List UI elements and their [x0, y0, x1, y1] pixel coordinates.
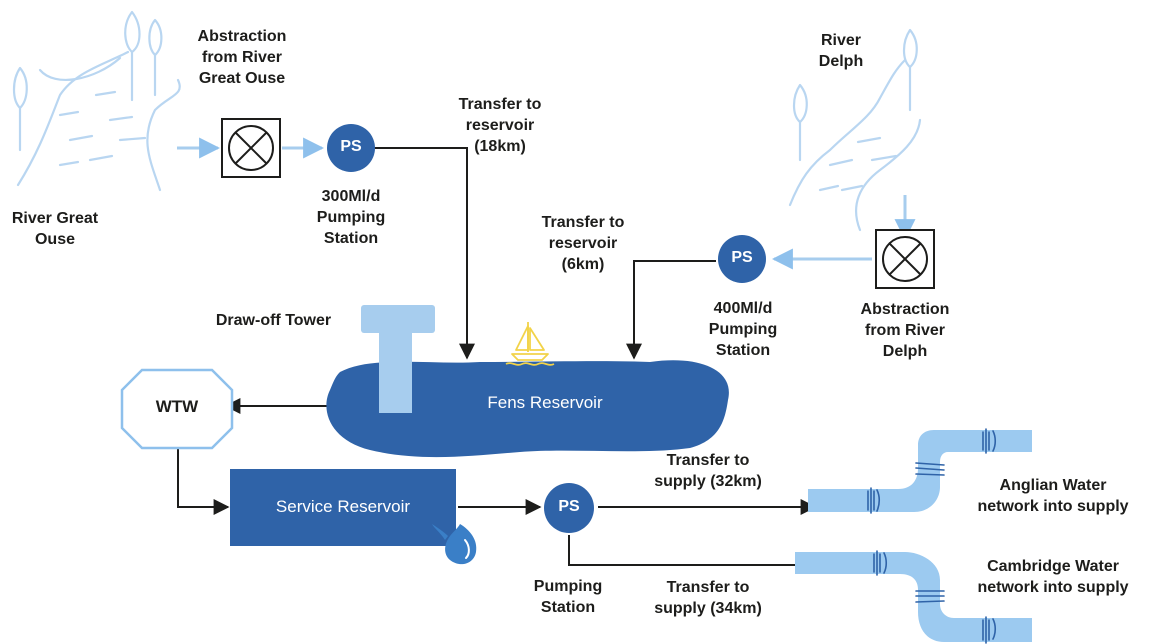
valve-icon — [875, 229, 935, 289]
valve-icon — [221, 118, 281, 178]
ps-label: PS — [340, 138, 362, 155]
service-reservoir — [230, 469, 456, 546]
ps-label: PS — [731, 249, 753, 266]
wtw-label: WTW — [155, 397, 199, 416]
tower-icon — [361, 305, 435, 413]
draw-off-tower-label: Draw-off Tower — [215, 312, 332, 329]
wtw-to-service-line — [177, 446, 230, 515]
pumping-station-circle — [718, 235, 766, 283]
ps-label: PS — [558, 498, 580, 515]
sailboat-icon — [505, 322, 555, 366]
pipe-icon — [795, 550, 1032, 644]
river-delph-icon — [788, 28, 922, 232]
drop-icon — [432, 524, 477, 565]
pumping-station-circle — [327, 124, 375, 172]
service-reservoir-label: Service Reservoir — [275, 497, 411, 516]
transfer-line-18km — [374, 147, 475, 360]
river-great-ouse-icon — [12, 10, 181, 192]
fens-reservoir-label: Fens Reservoir — [487, 393, 603, 412]
pipe-icon — [808, 428, 1032, 514]
transfer-line-34km — [568, 535, 817, 573]
transfer-line-6km — [626, 260, 716, 360]
fens-reservoir — [326, 360, 729, 458]
wtw-octagon — [120, 368, 234, 450]
pumping-station-circle — [544, 483, 594, 533]
